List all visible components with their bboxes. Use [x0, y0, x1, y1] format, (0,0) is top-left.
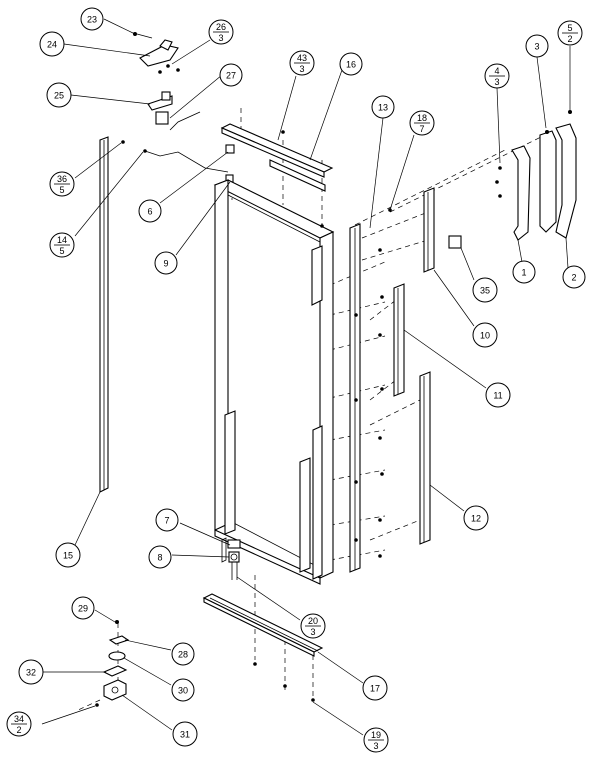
- callout-2: 2: [562, 265, 586, 289]
- left-strip-15: [99, 136, 229, 493]
- svg-text:17: 17: [370, 684, 380, 694]
- callout-25: 25: [46, 82, 72, 108]
- callout-34-2: 34 2: [6, 711, 32, 737]
- svg-text:36: 36: [57, 174, 67, 184]
- svg-text:10: 10: [480, 331, 490, 341]
- handle-parts: [388, 110, 577, 241]
- callout-32: 32: [18, 659, 44, 685]
- svg-text:2: 2: [567, 34, 572, 44]
- lower-hinge-assembly: [95, 620, 130, 707]
- top-hinge-assembly: [133, 32, 201, 131]
- callout-29: 29: [71, 596, 95, 620]
- svg-text:31: 31: [180, 730, 190, 740]
- channel-strips: [393, 187, 462, 545]
- callout-17: 17: [362, 675, 388, 701]
- callout-14-5: 14 5: [49, 232, 75, 258]
- callout-15: 15: [55, 542, 81, 568]
- callout-4-3: 4 3: [484, 63, 510, 89]
- callout-31: 31: [172, 721, 198, 747]
- callout-5-2: 5 2: [557, 20, 583, 46]
- svg-text:7: 7: [419, 124, 424, 134]
- callout-24: 24: [39, 31, 65, 57]
- callout-1: 1: [512, 260, 536, 284]
- screws: [253, 130, 384, 702]
- svg-text:27: 27: [226, 71, 236, 81]
- top-cap-16: [220, 123, 334, 192]
- callout-27: 27: [219, 63, 243, 87]
- svg-text:32: 32: [26, 668, 36, 678]
- svg-text:6: 6: [147, 207, 152, 217]
- svg-text:14: 14: [57, 235, 67, 245]
- svg-text:3: 3: [218, 33, 223, 43]
- callout-12: 12: [463, 505, 489, 531]
- callout-10: 10: [472, 322, 498, 348]
- svg-text:25: 25: [54, 91, 64, 101]
- svg-text:16: 16: [346, 60, 356, 70]
- svg-text:3: 3: [534, 42, 539, 52]
- callout-6: 6: [138, 199, 162, 223]
- door-frame: [213, 179, 335, 585]
- callout-8: 8: [148, 545, 172, 569]
- bottom-hinge-hardware: [227, 539, 241, 580]
- svg-text:19: 19: [371, 730, 381, 740]
- svg-text:2: 2: [16, 725, 21, 735]
- svg-text:34: 34: [14, 714, 24, 724]
- svg-text:9: 9: [163, 259, 168, 269]
- svg-text:13: 13: [378, 103, 388, 113]
- bottom-cap-17: [202, 593, 324, 657]
- svg-text:20: 20: [308, 616, 318, 626]
- svg-text:3: 3: [494, 77, 499, 87]
- callout-3: 3: [525, 34, 549, 58]
- svg-text:2: 2: [571, 273, 576, 283]
- svg-text:23: 23: [87, 15, 97, 25]
- callout-20-3: 20 3: [300, 613, 326, 639]
- svg-text:28: 28: [178, 650, 188, 660]
- svg-text:3: 3: [299, 64, 304, 74]
- callout-9: 9: [154, 251, 178, 275]
- svg-text:12: 12: [471, 514, 481, 524]
- callout-13: 13: [371, 95, 395, 119]
- callout-7: 7: [155, 508, 179, 532]
- svg-text:24: 24: [47, 40, 57, 50]
- svg-text:30: 30: [178, 686, 188, 696]
- callout-19-3: 19 3: [363, 727, 389, 753]
- svg-text:18: 18: [417, 113, 427, 123]
- callout-16: 16: [339, 52, 363, 76]
- callout-43-3: 43 3: [289, 50, 315, 76]
- svg-text:5: 5: [567, 23, 572, 33]
- callout-28: 28: [171, 642, 195, 666]
- svg-text:1: 1: [521, 268, 526, 278]
- svg-text:29: 29: [78, 604, 88, 614]
- leader-lines: [41, 18, 571, 736]
- svg-text:3: 3: [373, 741, 378, 751]
- callout-35: 35: [472, 277, 498, 303]
- callout-26-3: 26 3: [208, 19, 234, 45]
- svg-text:26: 26: [216, 22, 226, 32]
- svg-text:3: 3: [310, 627, 315, 637]
- svg-text:7: 7: [164, 516, 169, 526]
- svg-text:8: 8: [157, 553, 162, 563]
- svg-text:35: 35: [480, 286, 490, 296]
- vertical-strip-13: [349, 223, 361, 573]
- callout-18-7: 18 7: [409, 110, 435, 136]
- svg-text:15: 15: [63, 551, 73, 561]
- svg-text:11: 11: [493, 391, 502, 401]
- svg-text:5: 5: [59, 185, 64, 195]
- svg-text:4: 4: [494, 66, 499, 76]
- svg-text:43: 43: [297, 53, 307, 63]
- callout-36-5: 36 5: [49, 171, 75, 197]
- svg-text:5: 5: [59, 246, 64, 256]
- callout-23: 23: [80, 7, 104, 31]
- callout-11: 11: [485, 382, 511, 408]
- callout-30: 30: [171, 678, 195, 702]
